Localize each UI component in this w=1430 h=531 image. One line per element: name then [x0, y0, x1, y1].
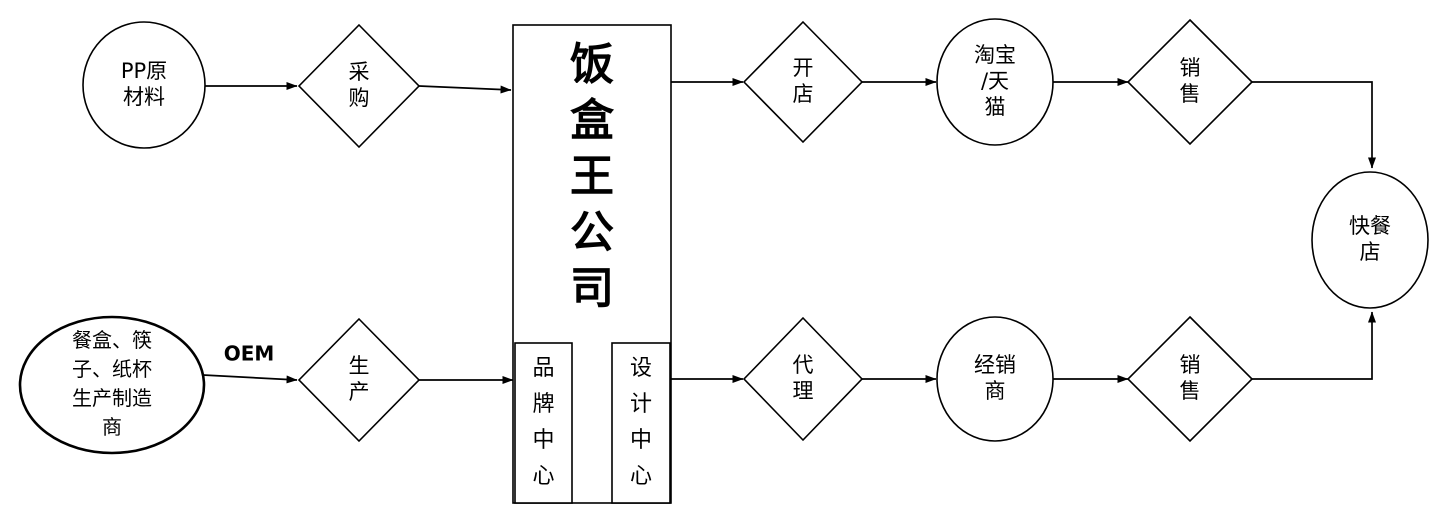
node-label-line: 设: [630, 356, 652, 381]
node-label-line: 盒: [570, 95, 615, 146]
node-open-shop[interactable]: 开店: [742, 20, 864, 144]
edge-label: OEM: [224, 342, 275, 366]
node-shape-ellipse: [18, 315, 206, 455]
node-sales-offline[interactable]: 销售: [1126, 315, 1254, 443]
node-label-line: 公: [570, 207, 614, 258]
edge-line: [202, 374, 298, 384]
node-label-line: PP原: [121, 59, 167, 83]
node-label-line: 理: [793, 379, 814, 403]
node-label-line: 子、纸杯: [72, 357, 152, 381]
node-label-line: 商: [985, 379, 1006, 403]
node-shape-diamond: [742, 20, 864, 144]
edge-salesonline-to-fastfood: [1252, 81, 1376, 169]
node-label-line: 计: [630, 392, 652, 417]
node-taobao-tmall[interactable]: 淘宝/天猫: [936, 18, 1054, 146]
node-label-line: 淘宝: [974, 43, 1016, 67]
node-label-line: 售: [1180, 379, 1201, 403]
node-production[interactable]: 生产: [297, 317, 421, 443]
node-shape-diamond: [742, 316, 864, 442]
node-label-line: 采: [349, 60, 370, 84]
node-label-line: 心: [532, 464, 554, 489]
node-label-line: 司: [570, 263, 614, 314]
node-label-line: 开: [793, 56, 814, 80]
node-shape-ellipse: [936, 316, 1054, 442]
node-shape-diamond: [297, 23, 421, 149]
node-label-line: 王: [570, 151, 614, 202]
node-label-line: 品: [532, 356, 554, 381]
node-label-line: 中: [630, 428, 652, 453]
node-shape-ellipse: [1311, 171, 1429, 309]
node-label-line: 心: [630, 464, 652, 489]
node-label-line: 快餐: [1349, 214, 1391, 238]
node-shape-ellipse: [82, 21, 206, 149]
node-shape-diamond: [297, 317, 421, 443]
nodes-layer: PP原材料采购饭盒王公司品牌中心设计中心餐盒、筷子、纸杯生产制造商生产开店淘宝/…: [18, 18, 1429, 504]
node-sales-online[interactable]: 销售: [1126, 18, 1254, 146]
node-label-line: 销: [1180, 56, 1201, 80]
edge-procurement-to-company: [418, 85, 512, 94]
edge-line: [418, 85, 512, 94]
edge-salesoffline-to-fastfood: [1252, 311, 1376, 380]
node-distributor[interactable]: 经销商: [936, 316, 1054, 442]
node-label-line: 餐盒、筷: [72, 328, 152, 352]
node-label-line: 销: [1180, 353, 1201, 377]
node-label-line: 购: [349, 86, 370, 110]
node-shape-ellipse: [936, 18, 1054, 146]
node-label-line: 生产制造: [72, 386, 152, 410]
edges-layer: OEM: [202, 78, 1376, 384]
node-label-line: 饭: [570, 39, 614, 90]
edge-line: [1252, 81, 1376, 169]
node-agent[interactable]: 代理: [742, 316, 864, 442]
node-procurement[interactable]: 采购: [297, 23, 421, 149]
node-label-line: 店: [1360, 240, 1381, 264]
node-shape-rect: [514, 342, 573, 504]
node-label-line: 猫: [985, 95, 1006, 119]
node-label-line: 店: [793, 82, 814, 106]
node-shape-rect: [611, 342, 671, 504]
node-label-line: 代: [793, 353, 814, 377]
node-label-line: 材料: [123, 85, 165, 109]
node-shape-diamond: [1126, 315, 1254, 443]
node-label-line: 售: [1180, 82, 1201, 106]
node-label-line: 生: [349, 354, 370, 378]
edge-line: [1252, 311, 1376, 380]
node-label-line: 经销: [974, 353, 1016, 377]
node-label-line: /天: [981, 69, 1009, 93]
node-label-line: 商: [102, 415, 122, 439]
node-fast-food-store[interactable]: 快餐店: [1311, 171, 1429, 309]
edge-manufacturer-to-production: OEM: [202, 342, 298, 384]
node-label-line: 产: [349, 380, 370, 404]
node-shape-diamond: [1126, 18, 1254, 146]
node-label-line: 中: [532, 428, 554, 453]
node-label-line: 牌: [532, 392, 554, 417]
